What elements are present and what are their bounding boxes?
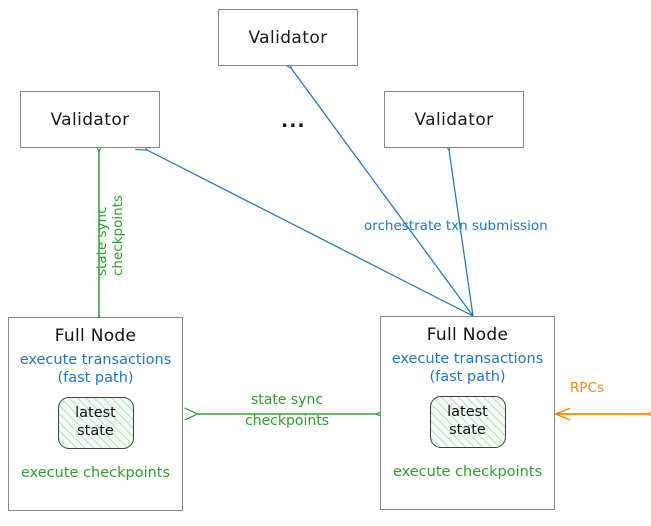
full-node-right-blue-line-2: (fast path) <box>429 368 506 385</box>
full-node-left-blue-line-1: execute transactions <box>19 352 172 368</box>
validators-ellipsis: ... <box>281 110 306 132</box>
full-node-right-box[interactable]: Full Node execute transactions (fast pat… <box>380 316 555 510</box>
label-orchestrate-txn-submission: orchestrate txn submission <box>364 218 548 234</box>
label-state-sync-vertical-1: state sync <box>94 206 110 277</box>
full-node-right-blue-line-1: execute transactions <box>391 351 544 367</box>
full-node-right-green-line: execute checkpoints <box>392 464 543 481</box>
full-node-left-latest-state-chip[interactable]: latest state <box>57 397 134 450</box>
full-node-left-green-line: execute checkpoints <box>20 465 171 482</box>
full-node-left-state-line-1: latest <box>75 405 116 422</box>
label-checkpoints-vertical-2: checkpoints <box>110 195 126 276</box>
validator-top-box[interactable]: Validator <box>218 9 358 66</box>
label-checkpoints-mid-2: checkpoints <box>245 413 329 429</box>
validator-right-label: Validator <box>414 109 494 130</box>
validator-left-box[interactable]: Validator <box>20 91 160 148</box>
validator-right-box[interactable]: Validator <box>384 91 524 148</box>
full-node-left-state-line-2: state <box>77 422 114 439</box>
full-node-left-title: Full Node <box>54 326 137 346</box>
validator-left-label: Validator <box>50 109 130 130</box>
full-node-right-state-line-1: latest <box>447 404 488 421</box>
label-state-sync-mid-1: state sync <box>250 392 324 408</box>
full-node-left-blue-line-2: (fast path) <box>57 369 134 386</box>
full-node-right-title: Full Node <box>426 325 509 345</box>
full-node-right-latest-state-chip[interactable]: latest state <box>429 396 506 449</box>
full-node-right-state-line-2: state <box>449 421 486 438</box>
full-node-left-box[interactable]: Full Node execute transactions (fast pat… <box>8 317 183 511</box>
validator-top-label: Validator <box>248 27 328 48</box>
label-rpcs: RPCs <box>570 380 604 396</box>
